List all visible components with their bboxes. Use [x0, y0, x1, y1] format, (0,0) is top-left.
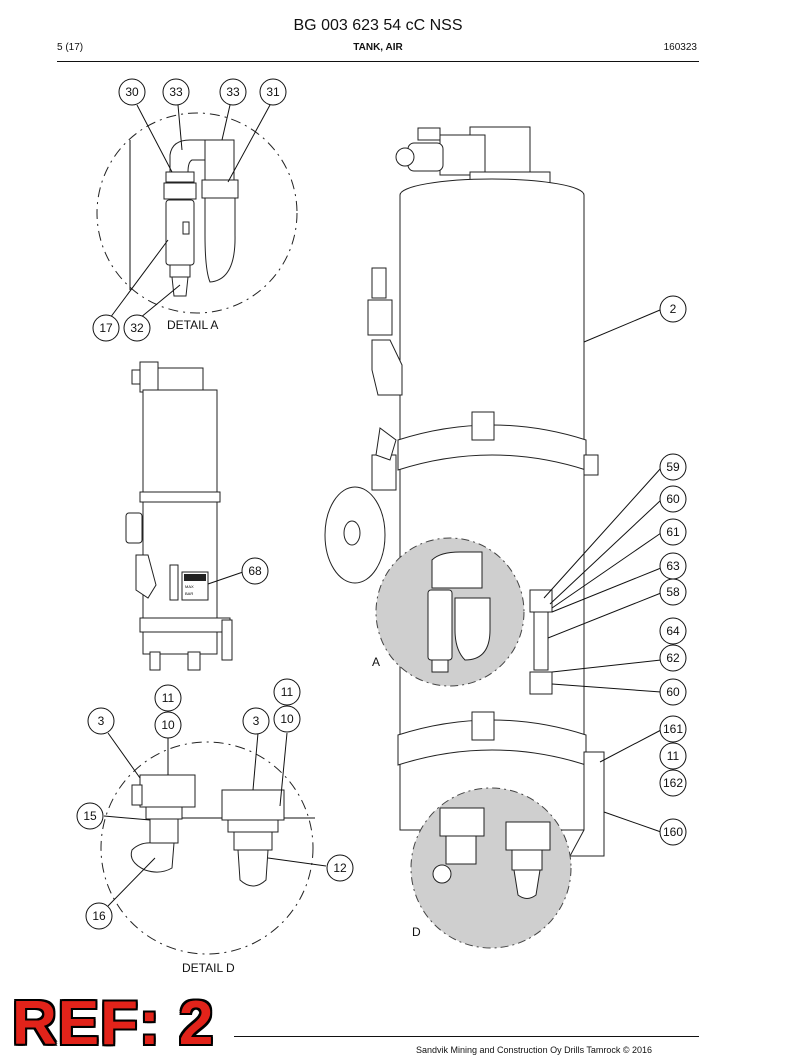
- balloon-63: 63: [659, 552, 687, 580]
- detail-d: DETAIL D: [100, 732, 327, 975]
- svg-text:33: 33: [169, 85, 183, 99]
- balloon-15: 15: [76, 802, 104, 830]
- svg-text:30: 30: [125, 85, 139, 99]
- svg-text:60: 60: [666, 492, 680, 506]
- balloon-30: 30: [118, 78, 146, 106]
- footer-rule: [234, 1036, 699, 1037]
- balloon-161: 161: [659, 715, 687, 743]
- balloon-62: 62: [659, 644, 687, 672]
- svg-text:10: 10: [161, 718, 175, 732]
- balloon-33b: 33: [219, 78, 247, 106]
- balloon-10b: 10: [273, 705, 301, 733]
- footer-copyright: Sandvik Mining and Construction Oy Drill…: [416, 1045, 653, 1055]
- svg-text:59: 59: [666, 460, 680, 474]
- svg-text:15: 15: [83, 809, 97, 823]
- balloon-11b: 11: [273, 678, 301, 706]
- balloon-10a: 10: [154, 711, 182, 739]
- balloon-33a: 33: [162, 78, 190, 106]
- detail-a-title: DETAIL A: [167, 318, 218, 332]
- balloon-3a: 3: [87, 707, 115, 735]
- svg-text:32: 32: [130, 321, 144, 335]
- balloon-17: 17: [92, 314, 120, 342]
- balloon-31: 31: [259, 78, 287, 106]
- svg-text:64: 64: [666, 624, 680, 638]
- detail-a: DETAIL A: [96, 104, 298, 332]
- svg-text:17: 17: [99, 321, 113, 335]
- svg-text:3: 3: [98, 714, 105, 728]
- balloon-11a: 11: [154, 684, 182, 712]
- svg-text:63: 63: [666, 559, 680, 573]
- balloon-64: 64: [659, 617, 687, 645]
- balloon-59: 59: [659, 453, 687, 481]
- document-date: 160323: [663, 42, 697, 53]
- svg-text:10: 10: [280, 712, 294, 726]
- balloon-162: 162: [659, 769, 687, 797]
- ref-stamp: REF: 2: [12, 989, 215, 1058]
- svg-text:161: 161: [663, 722, 683, 736]
- detail-d-title: DETAIL D: [182, 961, 235, 975]
- balloon-160: 160: [659, 818, 687, 846]
- plate-line2: BAR: [185, 591, 193, 596]
- svg-text:62: 62: [666, 651, 680, 665]
- svg-text:2: 2: [670, 302, 677, 316]
- balloon-12: 12: [326, 854, 354, 882]
- svg-text:162: 162: [663, 776, 683, 790]
- view-d-label: D: [412, 925, 421, 939]
- balloon-11c: 11: [659, 742, 687, 770]
- main-tank: A D: [324, 126, 662, 949]
- balloon-60b: 60: [659, 678, 687, 706]
- svg-text:68: 68: [248, 564, 262, 578]
- balloon-16: 16: [85, 902, 113, 930]
- section-title: TANK, AIR: [353, 42, 403, 53]
- svg-text:16: 16: [92, 909, 106, 923]
- document-number: BG 003 623 54 cC NSS: [293, 17, 463, 34]
- page-indicator: 5 (17): [57, 42, 84, 53]
- balloon-3b: 3: [242, 707, 270, 735]
- svg-text:60: 60: [666, 685, 680, 699]
- plate-line1: MAX: [185, 584, 194, 589]
- safety-valve: [165, 199, 195, 266]
- balloon-32: 32: [123, 314, 151, 342]
- balloon-61: 61: [659, 518, 687, 546]
- header-rule: [57, 61, 699, 62]
- balloon-58: 58: [659, 578, 687, 606]
- detail-d-boundary: [100, 741, 314, 955]
- svg-text:11: 11: [281, 685, 294, 699]
- svg-text:58: 58: [666, 585, 680, 599]
- detail-a-boundary: [96, 112, 298, 314]
- balloon-68: 68: [241, 557, 269, 585]
- balloon-2: 2: [659, 295, 687, 323]
- svg-text:11: 11: [162, 691, 175, 705]
- balloon-60a: 60: [659, 485, 687, 513]
- side-view-tank: MAX BAR: [125, 361, 244, 671]
- view-a-label: A: [372, 655, 380, 669]
- svg-text:31: 31: [266, 85, 280, 99]
- svg-text:33: 33: [226, 85, 240, 99]
- hose: [204, 197, 236, 283]
- svg-text:61: 61: [666, 525, 680, 539]
- svg-text:12: 12: [333, 861, 347, 875]
- svg-text:3: 3: [253, 714, 260, 728]
- svg-text:160: 160: [663, 825, 683, 839]
- svg-text:11: 11: [667, 749, 680, 763]
